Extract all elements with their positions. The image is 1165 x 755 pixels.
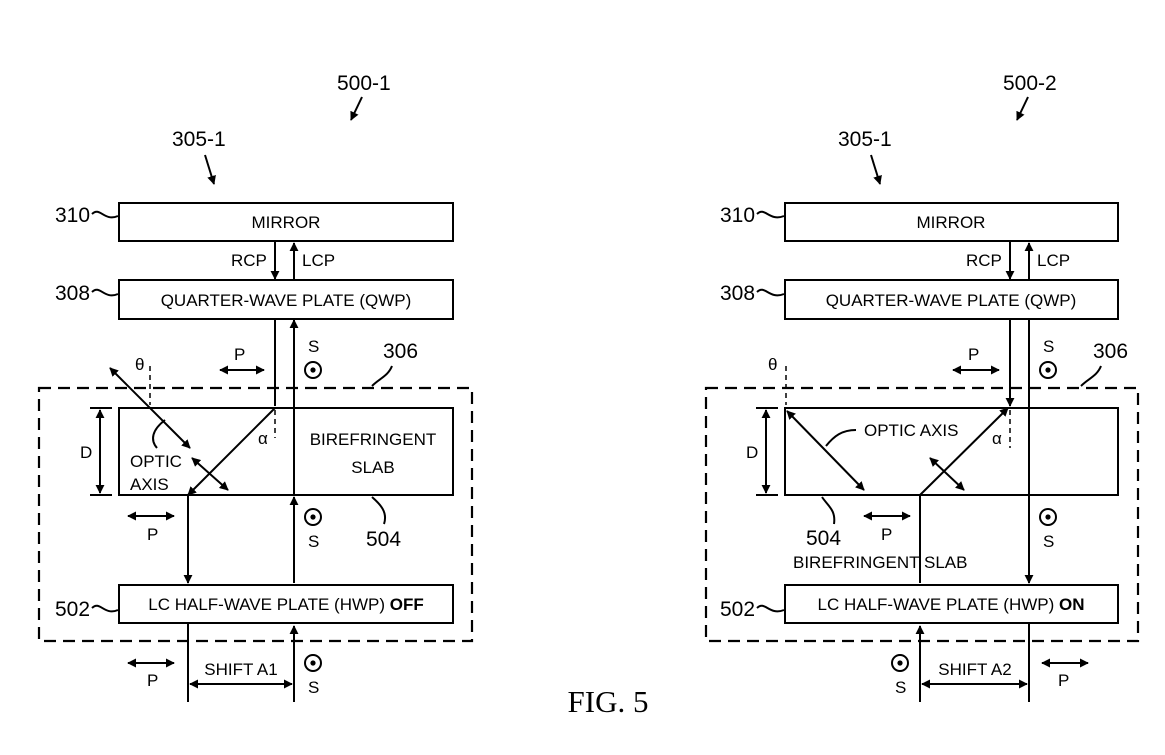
- hwp-leader: [756, 604, 785, 613]
- mirror-label: MIRROR: [917, 213, 986, 232]
- dashed-assembly-box: [37, 386, 474, 643]
- s-polarization-dot-upper: [310, 367, 316, 373]
- mirror-leader: [91, 210, 119, 219]
- mirror-leader: [756, 210, 785, 219]
- p-label-upper: P: [234, 345, 245, 364]
- qwp-leader: [756, 288, 785, 297]
- qwp-label: QUARTER-WAVE PLATE (QWP): [161, 291, 412, 310]
- slab-leader: [821, 496, 836, 525]
- s-label-upper: S: [1043, 337, 1054, 356]
- hwp-box: [784, 584, 1119, 624]
- mirror-ref: 310: [55, 204, 90, 227]
- s-label-upper: S: [308, 337, 319, 356]
- s-label-middle: S: [308, 532, 319, 551]
- optic-axis-label-line2: AXIS: [130, 475, 169, 494]
- s-polarization-symbol-bottom: [891, 654, 909, 672]
- optic-axis-leader: [825, 429, 857, 447]
- qwp-box: [784, 279, 1119, 320]
- theta-label: θ: [768, 355, 777, 374]
- optic-axis-label: OPTIC AXIS: [864, 421, 958, 440]
- panel-ref-arrow: [350, 96, 363, 121]
- s-polarization-symbol-middle: [1039, 508, 1057, 526]
- shift-label: SHIFT A2: [938, 660, 1011, 679]
- p-label-middle: P: [147, 525, 158, 544]
- rcp-label: RCP: [231, 251, 267, 270]
- panel-ref-arrow: [1016, 96, 1029, 121]
- s-label-bottom: S: [308, 678, 319, 697]
- panel-500-1: 500-1 305-1 MIRROR 310 RCP LCP QUARTER-W…: [37, 72, 474, 702]
- p-label-bottom: P: [1058, 671, 1069, 690]
- slab-label-line2: SLAB: [351, 458, 394, 477]
- mirror-ref: 310: [720, 204, 755, 227]
- theta-label: θ: [135, 355, 144, 374]
- slab-box: [784, 407, 1119, 496]
- p-label-middle: P: [881, 525, 892, 544]
- shift-label: SHIFT A1: [204, 660, 277, 679]
- s-polarization-dot-upper: [1045, 367, 1051, 373]
- optic-axis-arrow: [109, 367, 191, 449]
- mirror-box: [118, 202, 454, 242]
- s-polarization-dot-middle: [1045, 514, 1051, 520]
- p-polarization-arrow-in-slab: [929, 457, 965, 491]
- hwp-leader: [91, 604, 119, 613]
- assembly-ref-arrow: [204, 154, 216, 185]
- s-polarization-dot-bottom: [897, 660, 903, 666]
- hwp-label: LC HALF-WAVE PLATE (HWP) ON: [818, 595, 1085, 614]
- alpha-label: α: [258, 429, 268, 448]
- qwp-ref: 308: [55, 282, 90, 305]
- lcp-label: LCP: [1037, 251, 1070, 270]
- hwp-box: [118, 584, 454, 624]
- slab-label-line1: BIREFRINGENT: [310, 430, 437, 449]
- beam-refracted-diagonal: [187, 407, 276, 496]
- optic-axis-leader: [152, 419, 166, 449]
- dashed-box-leader: [371, 365, 393, 387]
- s-label-middle: S: [1043, 532, 1054, 551]
- dashed-box-leader: [1080, 365, 1102, 387]
- optic-axis-arrow: [786, 410, 865, 491]
- mirror-box: [784, 202, 1119, 242]
- p-label-bottom: P: [147, 671, 158, 690]
- qwp-ref: 308: [720, 282, 755, 305]
- assembly-ref-label: 305-1: [838, 128, 892, 151]
- panel-ref-label: 500-2: [1003, 72, 1057, 95]
- qwp-label: QUARTER-WAVE PLATE (QWP): [826, 291, 1077, 310]
- panel-ref-label: 500-1: [337, 72, 391, 95]
- s-polarization-symbol-upper: [304, 361, 322, 379]
- hwp-ref: 502: [720, 598, 755, 621]
- s-polarization-symbol-upper: [1039, 361, 1057, 379]
- panel-500-2: 500-2 305-1 MIRROR 310 RCP LCP QUARTER-W…: [704, 72, 1140, 702]
- dashed-assembly-box: [704, 386, 1140, 643]
- mirror-label: MIRROR: [252, 213, 321, 232]
- dashed-box-ref: 306: [383, 340, 418, 363]
- p-label-upper: P: [968, 345, 979, 364]
- qwp-box: [118, 279, 454, 320]
- slab-label: BIREFRINGENT SLAB: [793, 553, 967, 572]
- s-polarization-symbol-middle: [304, 508, 322, 526]
- assembly-ref-label: 305-1: [172, 128, 226, 151]
- optic-axis-label-line1: OPTIC: [130, 452, 182, 471]
- s-polarization-symbol-bottom: [304, 654, 322, 672]
- figure-caption: FIG. 5: [568, 684, 649, 719]
- alpha-label: α: [992, 429, 1002, 448]
- assembly-ref-arrow: [870, 154, 882, 185]
- dashed-box-ref: 306: [1093, 340, 1128, 363]
- slab-box: [118, 407, 454, 496]
- hwp-label: LC HALF-WAVE PLATE (HWP) OFF: [148, 595, 424, 614]
- slab-leader: [371, 496, 386, 525]
- hwp-ref: 502: [55, 598, 90, 621]
- thickness-label: D: [80, 443, 92, 462]
- s-label-bottom: S: [895, 678, 906, 697]
- s-polarization-dot-bottom: [310, 660, 316, 666]
- slab-ref: 504: [366, 528, 401, 551]
- lcp-label: LCP: [302, 251, 335, 270]
- rcp-label: RCP: [966, 251, 1002, 270]
- slab-ref: 504: [806, 527, 841, 550]
- s-polarization-dot-middle: [310, 514, 316, 520]
- p-polarization-arrow-in-slab: [191, 457, 229, 491]
- thickness-label: D: [746, 443, 758, 462]
- qwp-leader: [91, 288, 119, 297]
